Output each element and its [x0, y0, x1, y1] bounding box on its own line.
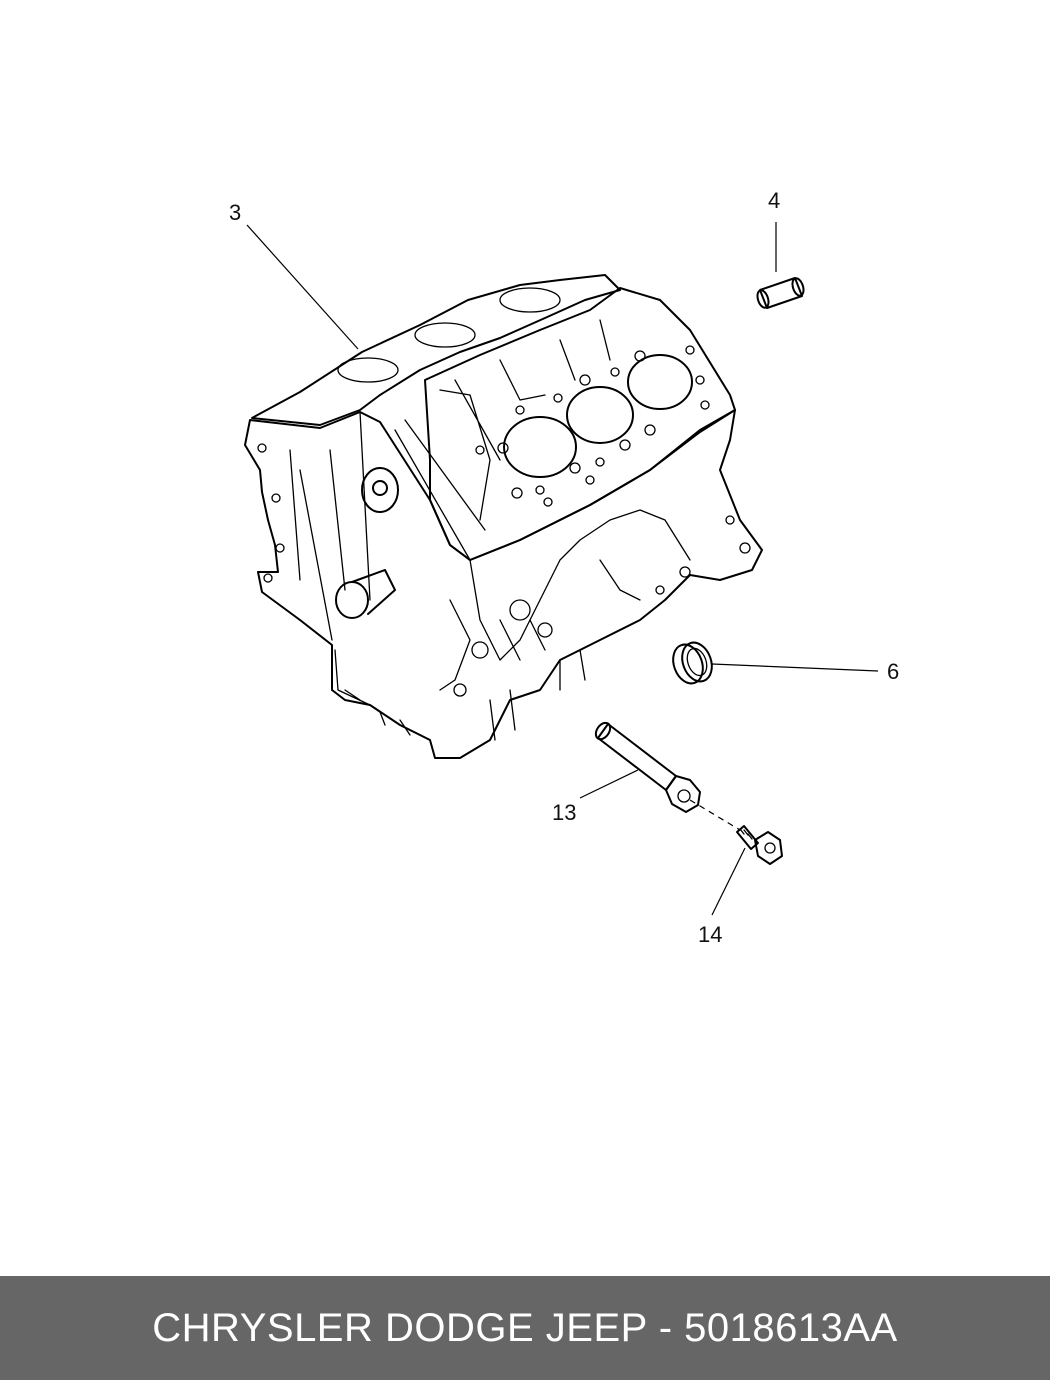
leader-line-13 [579, 769, 639, 799]
leader-line-3 [246, 224, 359, 350]
parts-diagram: 3 4 6 13 14 [229, 188, 899, 947]
caption-text: CHRYSLER DODGE JEEP - 5018613AA [152, 1305, 898, 1350]
caption-bar: CHRYSLER DODGE JEEP - 5018613AA [0, 1276, 1050, 1380]
alignment-dashed-line [689, 799, 741, 831]
callout-6: 6 [887, 659, 899, 684]
sensor-drawing [594, 721, 701, 813]
callout-4: 4 [768, 188, 780, 213]
callout-3: 3 [229, 200, 241, 225]
engine-block-drawing [244, 274, 763, 759]
leader-line-6 [711, 663, 879, 672]
callout-14: 14 [698, 922, 722, 947]
leader-line-14 [711, 847, 746, 916]
dowel-pin-drawing [756, 277, 805, 309]
seal-ring-drawing [672, 641, 713, 685]
bolt-drawing [736, 825, 783, 865]
callout-13: 13 [552, 800, 576, 825]
